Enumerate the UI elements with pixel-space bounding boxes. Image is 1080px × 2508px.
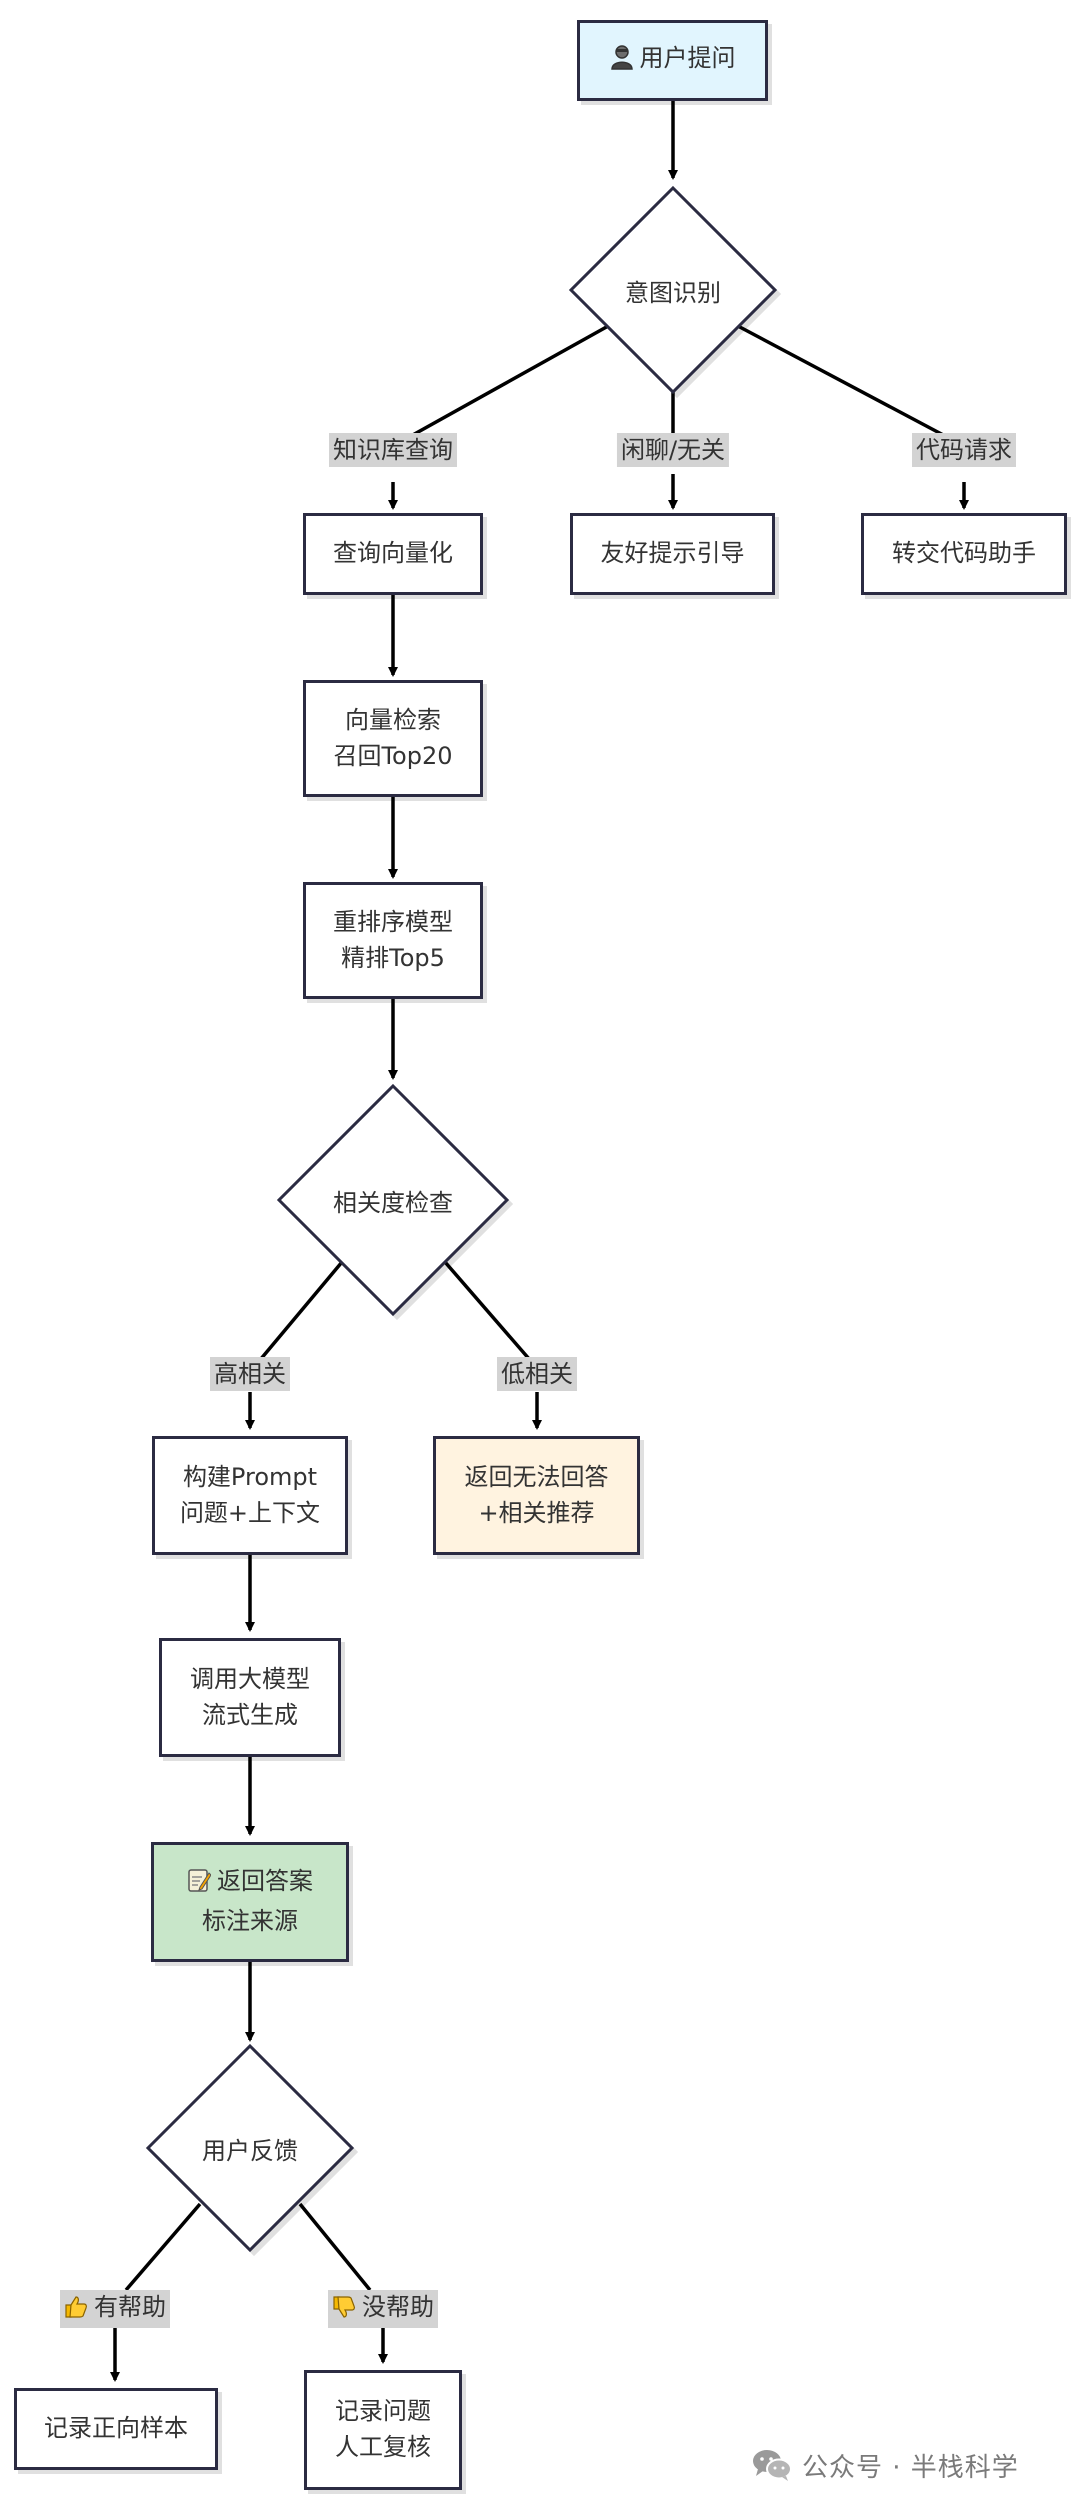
feedback-label: 用户反馈 [202, 2136, 298, 2165]
edge-label-helpful: 有帮助 [60, 2290, 170, 2328]
user-question-label: 用户提问 [639, 43, 736, 72]
relevance-diamond [276, 1083, 510, 1317]
edge-intent-code [735, 323, 965, 448]
user-icon [610, 44, 634, 81]
build-prompt-node: 构建Prompt 问题+上下文 [152, 1436, 348, 1555]
return-answer-line2: 标注来源 [202, 1907, 298, 1935]
friendly-hint-node: 友好提示引导 [570, 513, 775, 595]
edge-label-kb-query: 知识库查询 [329, 433, 457, 467]
watermark-text: 公众号 · 半栈科学 [802, 2452, 1019, 2483]
return-answer-node: 返回答案 标注来源 [151, 1842, 349, 1962]
edge-label-high-rel: 高相关 [210, 1357, 290, 1391]
edge-label-low-rel: 低相关 [497, 1357, 577, 1391]
vector-search-node: 向量检索 召回Top20 [303, 680, 483, 797]
edge-label-code-request: 代码请求 [912, 433, 1016, 467]
return-answer-line1: 返回答案 [217, 1867, 313, 1896]
rerank-node: 重排序模型 精排Top5 [303, 882, 483, 999]
user-question-node: 用户提问 [577, 20, 768, 101]
manual-review-line2: 人工复核 [335, 2433, 431, 2461]
code-assistant-label: 转交代码助手 [892, 539, 1036, 568]
manual-review-line1: 记录问题 [335, 2397, 431, 2426]
intent-diamond [568, 185, 778, 395]
edge-label-chitchat: 闲聊/无关 [616, 433, 730, 467]
thumbs-down-icon [332, 2294, 356, 2328]
rerank-line1: 重排序模型 [333, 907, 453, 936]
code-assistant-node: 转交代码助手 [861, 513, 1067, 595]
positive-sample-label: 记录正向样本 [44, 2414, 188, 2443]
feedback-diamond [145, 2043, 355, 2253]
build-prompt-line2: 问题+上下文 [179, 1498, 321, 1527]
query-vectorize-node: 查询向量化 [303, 513, 483, 595]
edge-fb-not [298, 2202, 372, 2292]
no-answer-node: 返回无法回答 +相关推荐 [433, 1436, 640, 1555]
no-answer-line2: +相关推荐 [478, 1498, 595, 1527]
edge-label-not-helpful: 没帮助 [328, 2290, 438, 2328]
intent-label: 意图识别 [625, 278, 721, 307]
vector-search-line2: 召回Top20 [333, 741, 453, 770]
edge-intent-kb [392, 323, 611, 448]
edge-rel-high [258, 1260, 344, 1362]
helpful-label: 有帮助 [94, 2293, 166, 2321]
query-vectorize-label: 查询向量化 [333, 539, 453, 568]
manual-review-node: 记录问题 人工复核 [304, 2370, 462, 2490]
call-llm-line1: 调用大模型 [190, 1664, 310, 1693]
not-helpful-label: 没帮助 [362, 2293, 434, 2321]
friendly-hint-label: 友好提示引导 [600, 539, 745, 568]
call-llm-node: 调用大模型 流式生成 [159, 1638, 341, 1757]
no-answer-line1: 返回无法回答 [464, 1462, 609, 1491]
memo-icon [187, 1867, 212, 1904]
edge-rel-low [443, 1260, 532, 1362]
wechat-icon [753, 2450, 792, 2481]
build-prompt-line1: 构建Prompt [182, 1462, 318, 1491]
positive-sample-node: 记录正向样本 [14, 2388, 218, 2470]
call-llm-line2: 流式生成 [202, 1700, 298, 1729]
vector-search-line1: 向量检索 [344, 705, 441, 734]
rerank-line2: 精排Top5 [341, 943, 445, 972]
relevance-label: 相关度检查 [333, 1188, 453, 1217]
watermark: 公众号 · 半栈科学 [752, 2445, 1019, 2485]
edge-fb-helpful [124, 2202, 202, 2292]
thumbs-up-icon [64, 2294, 88, 2328]
